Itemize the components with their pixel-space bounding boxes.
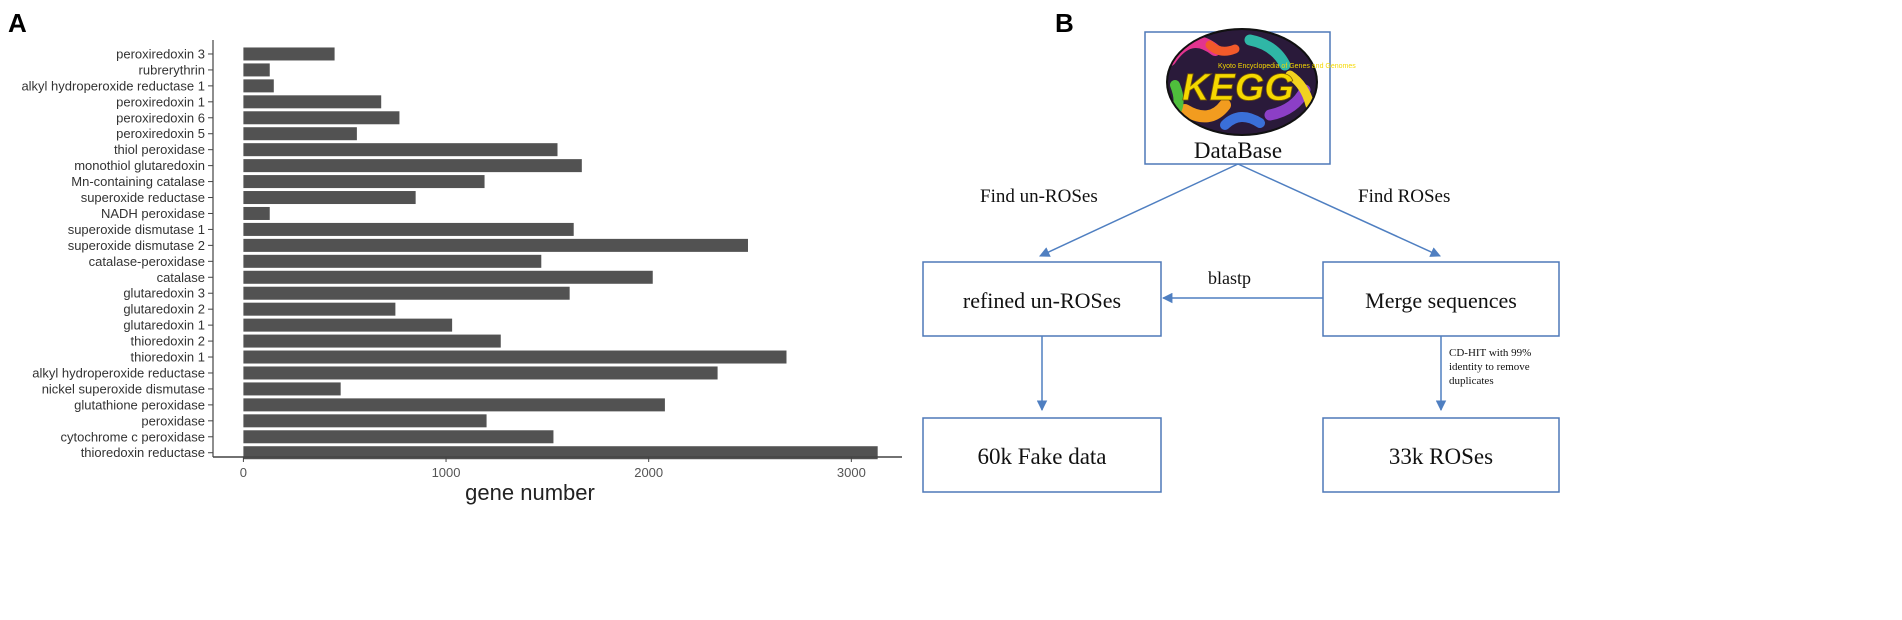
bar	[243, 79, 274, 93]
x-axis-title: gene number	[465, 480, 595, 505]
bar	[243, 238, 748, 252]
bar	[243, 143, 558, 157]
bars-layer	[243, 47, 878, 460]
category-label: rubrerythrin	[139, 62, 205, 77]
merge-sequences-box	[1322, 261, 1560, 337]
category-label: monothiol glutaredoxin	[74, 158, 205, 173]
category-label: superoxide dismutase 1	[68, 222, 205, 237]
flowchart: KEGG Kyoto Encyclopedia of Genes and Gen…	[922, 28, 1560, 493]
x-tick-label: 0	[240, 465, 247, 480]
kegg-logo-subtitle: Kyoto Encyclopedia of Genes and Genomes	[1218, 63, 1356, 70]
edge-label-cdhit-line1: CD-HIT with 99%	[1449, 347, 1531, 359]
bar	[243, 414, 487, 428]
bar	[243, 286, 570, 300]
bar	[243, 334, 501, 348]
refined-unroses-label: refined un-ROSes	[963, 288, 1121, 313]
arrow-find-roses	[1237, 163, 1441, 257]
category-label: catalase	[157, 270, 205, 285]
kegg-logo-letters: KEGG	[1182, 67, 1294, 109]
arrow-find-unroses	[1039, 163, 1239, 257]
fake-data-label: 60k Fake data	[977, 444, 1106, 469]
merge-sequences-label: Merge sequences	[1365, 288, 1517, 313]
x-axis-ticks: 0 1000 2000 3000	[240, 457, 866, 480]
category-label: peroxidase	[141, 413, 205, 428]
bar	[243, 302, 396, 316]
bar	[243, 270, 653, 284]
bar	[243, 430, 554, 444]
bar	[243, 191, 416, 205]
category-label: superoxide reductase	[81, 190, 205, 205]
bar	[243, 127, 357, 141]
category-label: peroxiredoxin 6	[116, 110, 205, 125]
bar	[243, 63, 270, 77]
bar	[243, 446, 878, 460]
category-label: alkyl hydroperoxide reductase	[32, 365, 205, 380]
category-label: peroxiredoxin 3	[116, 46, 205, 61]
category-label: glutathione peroxidase	[74, 397, 205, 412]
category-label: NADH peroxidase	[101, 206, 205, 221]
category-label: superoxide dismutase 2	[68, 238, 205, 253]
edge-label-cdhit-line3: duplicates	[1449, 375, 1494, 387]
bar	[243, 111, 400, 125]
category-label: thioredoxin 2	[131, 334, 205, 349]
category-label: glutaredoxin 3	[123, 286, 205, 301]
x-tick-label: 2000	[634, 465, 663, 480]
panel-letter-b: B	[1055, 8, 1074, 38]
refined-unroses-box	[922, 261, 1162, 337]
category-label: cytochrome c peroxidase	[60, 429, 205, 444]
category-label: peroxiredoxin 1	[116, 94, 205, 109]
roses-box	[1322, 417, 1560, 493]
category-label: thioredoxin reductase	[81, 445, 205, 460]
category-label: alkyl hydroperoxide reductase 1	[21, 78, 205, 93]
roses-label: 33k ROSes	[1389, 444, 1493, 469]
category-label: peroxiredoxin 5	[116, 126, 205, 141]
database-label: DataBase	[1194, 138, 1282, 163]
edge-label-cdhit-line2: identity to remove	[1449, 361, 1530, 373]
edge-label-blastp: blastp	[1208, 268, 1251, 288]
fake-data-box	[922, 417, 1162, 493]
category-label: Mn-containing catalase	[71, 174, 205, 189]
bar	[243, 350, 787, 364]
bar	[243, 175, 485, 189]
x-tick-label: 3000	[837, 465, 866, 480]
bar	[243, 318, 453, 332]
bar	[243, 382, 341, 396]
bar	[243, 254, 542, 268]
bar	[243, 159, 582, 173]
bar	[243, 366, 718, 380]
x-tick-label: 1000	[432, 465, 461, 480]
bar	[243, 95, 382, 109]
category-label: thiol peroxidase	[114, 142, 205, 157]
panel-letter-a: A	[8, 8, 27, 38]
edge-label-find-unroses: Find un-ROSes	[980, 186, 1098, 207]
bar	[243, 222, 574, 236]
category-label: nickel superoxide dismutase	[42, 381, 205, 396]
category-label: thioredoxin 1	[131, 350, 205, 365]
category-label: glutaredoxin 1	[123, 318, 205, 333]
bar	[243, 398, 665, 412]
edge-label-find-roses: Find ROSes	[1358, 186, 1450, 207]
category-label: glutaredoxin 2	[123, 302, 205, 317]
category-label: catalase-peroxidase	[89, 254, 205, 269]
bar	[243, 47, 335, 61]
bar	[243, 206, 270, 220]
